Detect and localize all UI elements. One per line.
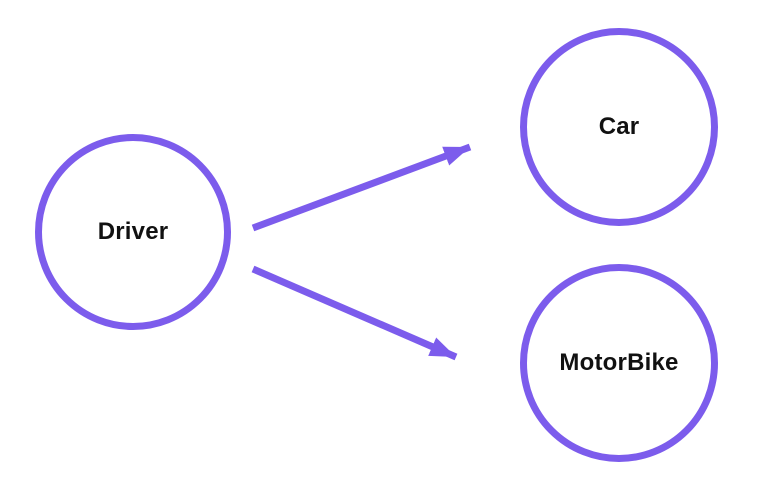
node-car: Car	[520, 28, 718, 226]
node-driver-label: Driver	[97, 218, 169, 245]
edge-driver-to-car	[251, 143, 472, 232]
node-motorbike: MotorBike	[520, 264, 718, 462]
node-motorbike-label: MotorBike	[559, 349, 679, 376]
node-driver: Driver	[35, 134, 231, 330]
node-car-label: Car	[598, 113, 640, 140]
edge-driver-to-motorbike	[251, 265, 458, 361]
